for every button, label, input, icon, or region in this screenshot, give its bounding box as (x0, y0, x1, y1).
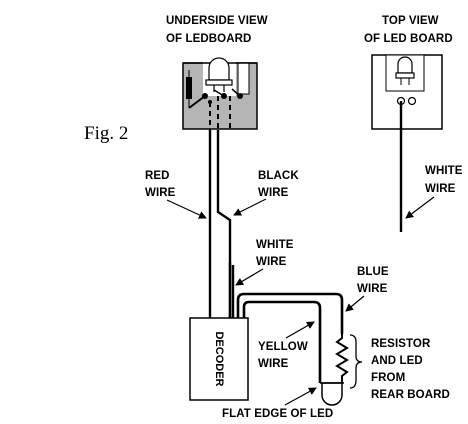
heading-top-line2: OF LED BOARD (364, 33, 453, 45)
label-resistor-line3: FROM (371, 372, 405, 384)
label-blue-wire-line1: BLUE (357, 266, 389, 278)
label-black-wire-line2: WIRE (258, 187, 289, 199)
led-rear-board (320, 382, 344, 406)
resistor (335, 334, 349, 383)
resistor-small (186, 70, 192, 108)
decoder-label: DECODER (213, 331, 225, 386)
label-white-wire-right-line1: WHITE (425, 165, 463, 177)
underside-board (182, 56, 258, 130)
label-yellow-wire-line2: WIRE (258, 358, 289, 370)
figure-label: Fig. 2 (84, 123, 128, 144)
label-blue-wire-line2: WIRE (357, 283, 388, 295)
label-red-wire-line2: WIRE (145, 187, 176, 199)
label-red-wire-line1: RED (145, 170, 170, 182)
label-white-wire-right-line2: WIRE (425, 183, 456, 195)
label-flat-edge: FLAT EDGE OF LED (222, 408, 333, 420)
heading-underside-line1: UNDERSIDE VIEW (166, 15, 268, 27)
heading-underside-line2: OF LEDBOARD (166, 33, 251, 45)
label-white-wire-center-line2: WIRE (256, 256, 287, 268)
top-view-board (371, 54, 443, 232)
led-top-view (395, 56, 415, 85)
label-black-wire-line1: BLACK (258, 170, 299, 182)
wires (208, 130, 344, 383)
brace (349, 334, 363, 389)
decoder-box: DECODER (189, 317, 249, 401)
label-yellow-wire-line1: YELLOW (258, 341, 308, 353)
label-resistor-line2: AND LED (371, 355, 423, 367)
label-resistor-line4: REAR BOARD (371, 389, 450, 401)
label-white-wire-center-line1: WHITE (256, 239, 294, 251)
heading-top-line1: TOP VIEW (382, 15, 439, 27)
label-resistor-line1: RESISTOR (371, 338, 431, 350)
